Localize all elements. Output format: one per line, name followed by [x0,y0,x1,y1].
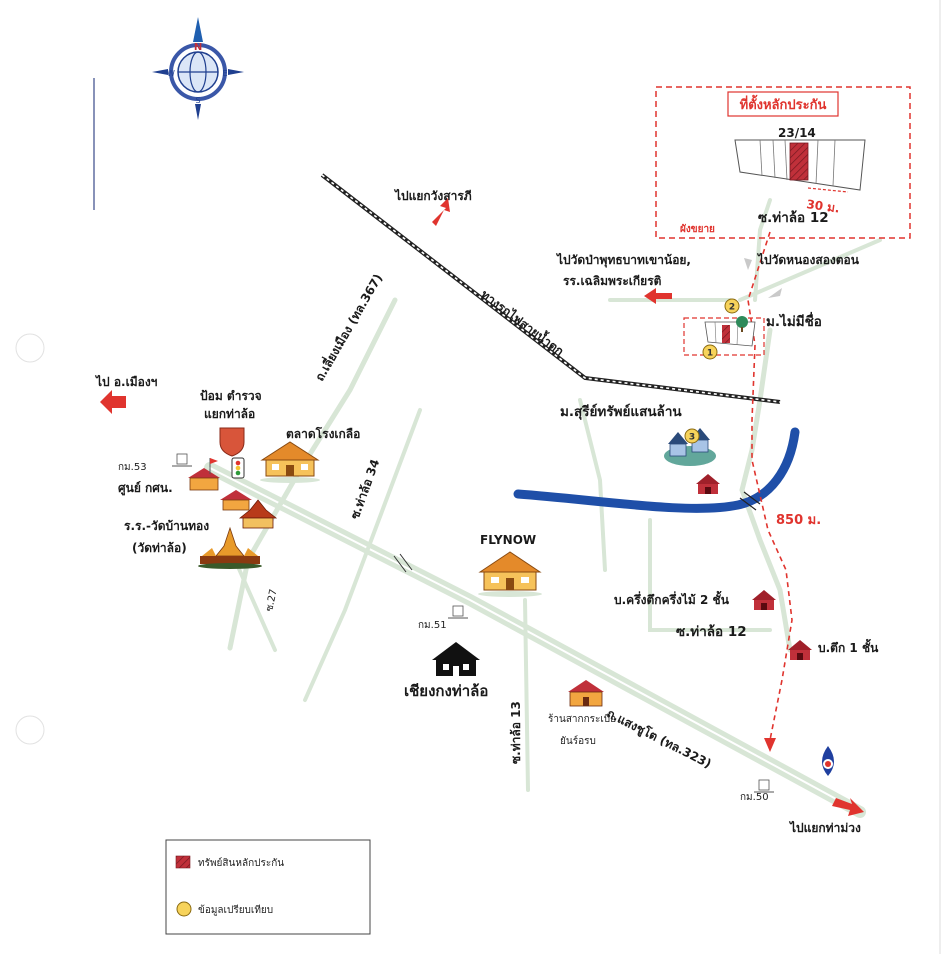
government-building-icon [188,458,220,491]
bridge-icon [739,491,761,511]
arrow-left-icon [100,390,126,414]
compass-icon: N S W E [152,17,244,120]
gas-station-icon [822,746,834,776]
legend: ทรัพย์สินหลักประกัน ข้อมูลเปรียบเทียบ [165,839,371,935]
road-north [753,198,772,302]
side-road-left [578,398,607,572]
label-to-wang-sarapee: ไปแยกวังสารภี [393,188,472,203]
inset-title: ที่ตั้งหลักประกัน [740,94,827,113]
compass-s: S [195,96,200,105]
market-icon [260,441,320,483]
compass-e: E [222,69,227,78]
label-house-1floor: บ.ตึก 1 ชั้น [818,638,879,655]
label-to-wat-phuttabat-1: ไปวัดป่าพุทธบาทเขาน้อย, [555,252,691,268]
railway [320,173,781,404]
legend-comparable-text: ข้อมูลเปรียบเทียบ [198,904,273,916]
km-post-icon [448,605,468,619]
temple-icon [220,490,252,511]
svg-text:1: 1 [707,349,713,359]
soi-34 [303,408,422,702]
label-km50: กม.50 [740,792,769,803]
inset-soi: ซ.ท่าล้อ 12 [758,210,829,226]
label-km51: กม.51 [418,620,447,631]
legend-comparable-swatch [176,901,192,917]
temple-icon [238,499,278,529]
label-to-wat-phuttabat-2: รร.เฉลิมพระเกียรติ [563,274,662,288]
grey-arrows [744,258,782,298]
svg-text:3: 3 [689,433,695,443]
label-road-323: ถ.แสงชูโต (ทล.323) [604,705,714,772]
label-soi27: ซ.27 [264,588,279,612]
flynow-building-icon [478,551,542,597]
house-red-icon [788,640,812,660]
km-post-icon [754,779,774,793]
punch-hole [15,333,45,363]
arrow-up-right-icon [432,198,450,226]
km-post-icon [172,453,192,467]
house-red-icon [696,474,720,494]
label-police-1: ป้อม ตำรวจ [200,389,262,403]
shop-icon [568,680,604,707]
label-km53: กม.53 [118,462,147,473]
route-end-arrow [764,738,776,752]
label-moo-unnamed: ม.ไม่มีชื่อ [766,311,822,330]
road-323-center [209,467,861,813]
label-road-367: ถ.เลี่ยงเมือง (ทล.367) [311,270,385,383]
arrow-left-icon [644,288,672,304]
inset-box: ที่ตั้งหลักประกัน 23/14 30 ม. ซ.ท่าล้อ 1… [655,86,911,239]
label-center: ศูนย์ กศน. [118,481,173,496]
bridge-icon [393,553,413,573]
label-chiangkong: เชียงกงท่าล้อ [404,682,488,700]
house-black-icon [432,642,480,676]
soi-13 [523,598,530,792]
label-shop-1: ร้านสากกระเบือ [548,713,616,725]
compass-w: W [167,69,175,78]
road-323 [204,462,866,818]
road-to-wat [738,238,882,302]
compass-n: N [194,42,202,53]
label-to-mueang: ไป อ.เมืองฯ [94,374,158,389]
label-police-2: แยกท่าล้อ [204,407,255,421]
label-school-2: (วัดท่าล้อ) [132,541,187,555]
marker-1: 1 [702,344,718,360]
legend-property-text: ทรัพย์สินหลักประกัน [198,857,284,869]
punch-hole [15,715,45,745]
tree-icon [736,316,748,332]
police-box-icon [219,427,245,457]
label-house-2floor: บ.ครึ่งตึกครึ่งไม้ 2 ชั้น [614,590,730,607]
marker-2: 2 [724,298,740,314]
label-school-1: ร.ร.-วัดบ้านทอง [124,519,209,533]
marker-3: 3 [684,428,700,444]
label-to-wat-nongsong: ไปวัดหนองสองตอน [756,252,860,267]
inset-distance: 30 ม. [806,197,841,216]
label-to-thamuang: ไปแยกท่าม่วง [788,820,861,835]
arrow-down-right-icon [832,798,864,816]
soi-12-side [648,518,772,632]
small-inset [683,317,765,356]
house-red-icon [752,590,776,610]
direction-arrows [100,198,864,816]
label-flynow: FLYNOW [480,533,536,547]
label-soi13: ซ.ท่าล้อ 13 [509,701,523,764]
legend-property-swatch [175,855,191,869]
label-distance-850: 850 ม. [776,513,821,528]
canal [513,427,800,513]
label-moo-suree: ม.สุรีย์ทรัพย์แสนล้าน [560,403,682,420]
pagoda-icon [198,526,262,569]
label-railway: ทางรถไฟสายน้ำตก [478,285,568,359]
label-market: ตลาดโรงเกลือ [286,426,360,441]
plan-label: ผังขยาย [680,223,715,235]
plot-number: 23/14 [778,126,816,140]
label-shop-2: ยันร์อรบ [560,735,596,747]
soi-27 [233,558,277,652]
label-soi34: ซ.ท่าล้อ 34 [348,457,383,521]
label-soi12: ซ.ท่าล้อ 12 [676,624,747,640]
traffic-light-icon [231,457,245,479]
property-plot [789,142,809,181]
svg-text:2: 2 [729,303,735,313]
